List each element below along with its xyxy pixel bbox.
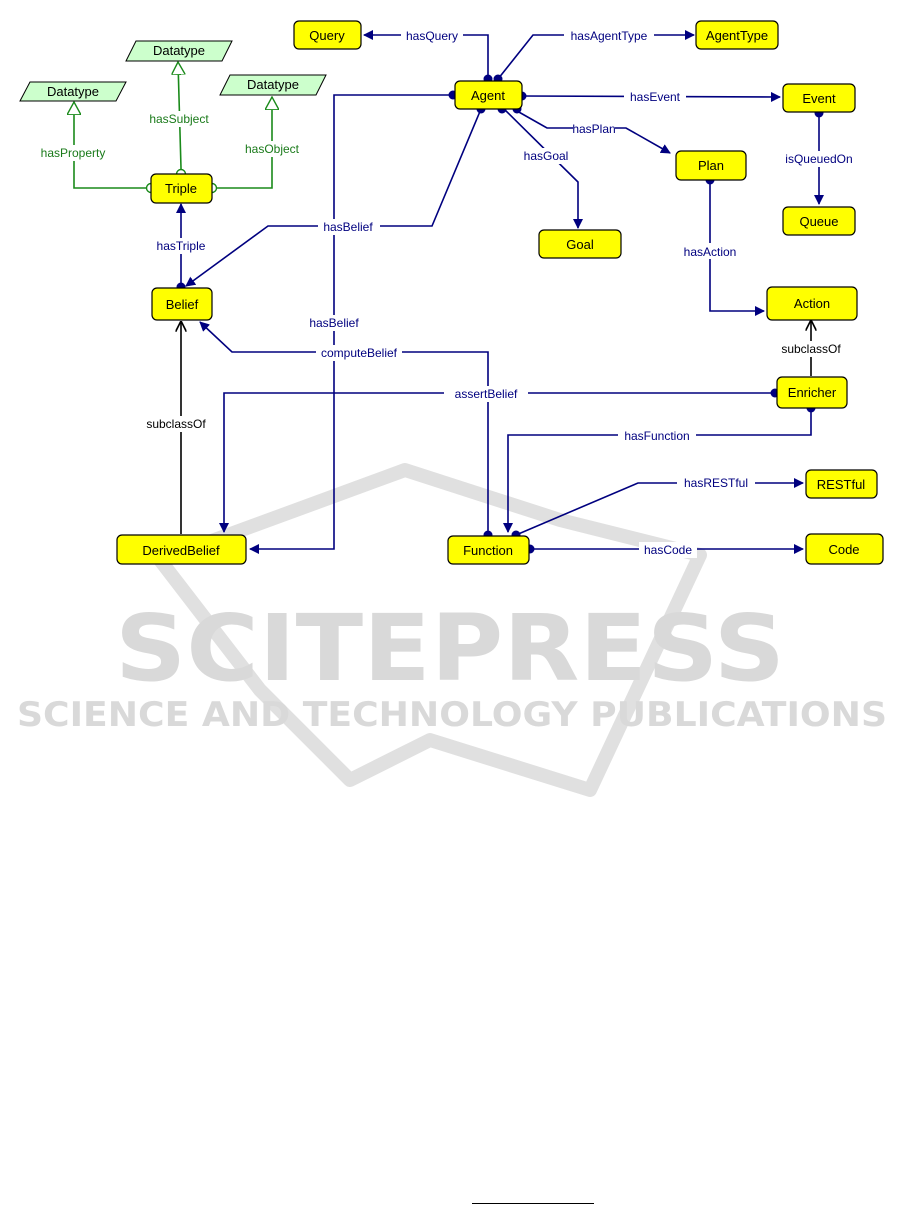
node-function-label: Function: [463, 543, 513, 558]
node-queue-label: Queue: [799, 214, 838, 229]
node-datatype-subject-label: Datatype: [153, 43, 205, 58]
edge-has-restful: [515, 478, 804, 536]
node-plan[interactable]: Plan: [675, 150, 747, 181]
node-agent[interactable]: Agent: [454, 80, 523, 110]
node-enricher-label: Enricher: [788, 385, 837, 400]
node-agent-type-label: AgentType: [706, 28, 768, 43]
node-belief-label: Belief: [166, 297, 199, 312]
node-queue[interactable]: Queue: [782, 206, 856, 236]
label-has-event: hasEvent: [630, 90, 681, 104]
label-has-belief-derived: hasBelief: [309, 316, 359, 330]
footnote-rule: [472, 1203, 594, 1204]
label-has-property: hasProperty: [41, 146, 106, 160]
node-code-label: Code: [828, 542, 859, 557]
node-agent-type[interactable]: AgentType: [695, 20, 779, 50]
watermark-sub: SCIENCE AND TECHNOLOGY PUBLICATIONS: [17, 695, 887, 735]
label-has-plan: hasPlan: [572, 122, 615, 136]
node-goal[interactable]: Goal: [538, 229, 622, 259]
watermark-logo-shape: [153, 463, 707, 797]
node-datatype-property[interactable]: Datatype: [19, 81, 127, 102]
node-event[interactable]: Event: [782, 83, 856, 113]
label-has-action: hasAction: [684, 245, 737, 259]
edge-has-action: [709, 180, 765, 316]
node-derived-belief-label: DerivedBelief: [142, 543, 220, 558]
node-datatype-property-label: Datatype: [47, 84, 99, 99]
label-has-subject: hasSubject: [149, 112, 209, 126]
node-belief[interactable]: Belief: [151, 287, 213, 321]
edge-has-property: [74, 102, 151, 189]
node-query[interactable]: Query: [293, 20, 362, 50]
node-agent-label: Agent: [471, 88, 505, 103]
watermark-main: SCITEPRESS: [115, 595, 785, 702]
node-derived-belief[interactable]: DerivedBelief: [116, 534, 247, 565]
node-query-label: Query: [309, 28, 345, 43]
node-datatype-object[interactable]: Datatype: [219, 74, 327, 96]
node-code[interactable]: Code: [805, 533, 884, 565]
label-has-query: hasQuery: [406, 29, 458, 43]
label-has-belief-agent: hasBelief: [323, 220, 373, 234]
label-has-agent-type: hasAgentType: [571, 29, 648, 43]
label-subclass-of-enricher: subclassOf: [781, 342, 841, 356]
node-restful-label: RESTful: [817, 477, 866, 492]
label-has-goal: hasGoal: [524, 149, 569, 163]
node-triple-label: Triple: [165, 181, 197, 196]
label-has-restful: hasRESTful: [684, 476, 748, 490]
edge-has-goal: [501, 106, 583, 229]
edge-has-object: [212, 97, 272, 189]
node-event-label: Event: [802, 91, 836, 106]
node-restful[interactable]: RESTful: [805, 469, 878, 499]
label-subclass-of-derived: subclassOf: [146, 417, 206, 431]
label-compute-belief: computeBelief: [321, 346, 398, 360]
node-action[interactable]: Action: [766, 286, 858, 321]
node-datatype-subject[interactable]: Datatype: [125, 40, 233, 62]
node-enricher[interactable]: Enricher: [776, 376, 848, 409]
watermark: SCITEPRESS SCIENCE AND TECHNOLOGY PUBLIC…: [17, 463, 887, 797]
node-datatype-object-label: Datatype: [247, 77, 299, 92]
label-assert-belief: assertBelief: [455, 387, 518, 401]
node-plan-label: Plan: [698, 158, 724, 173]
node-action-label: Action: [794, 296, 830, 311]
label-has-triple: hasTriple: [157, 239, 206, 253]
node-function[interactable]: Function: [447, 535, 530, 565]
label-has-object: hasObject: [245, 142, 300, 156]
label-has-code: hasCode: [644, 543, 692, 557]
label-has-function: hasFunction: [624, 429, 689, 443]
label-is-queued-on: isQueuedOn: [785, 152, 852, 166]
edge-assert-belief: [219, 392, 775, 533]
node-triple[interactable]: Triple: [150, 173, 213, 204]
node-goal-label: Goal: [566, 237, 594, 252]
